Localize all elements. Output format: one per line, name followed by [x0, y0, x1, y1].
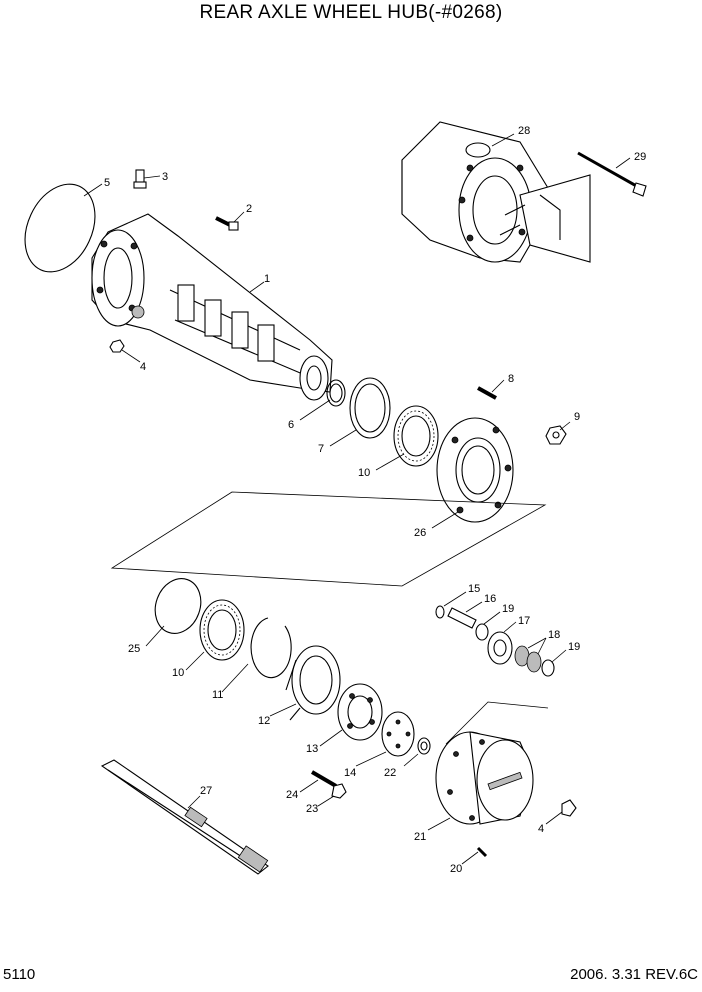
bolt-29 [577, 151, 647, 197]
callout-4-lower: 4 [538, 823, 544, 835]
callout-26: 26 [414, 527, 426, 539]
callout-23: 23 [306, 803, 318, 815]
callout-27: 27 [200, 785, 212, 797]
needle-bearing-18 [514, 645, 542, 673]
planet-gear-17 [487, 631, 513, 665]
seal-7 [349, 377, 391, 439]
washer-22 [417, 737, 431, 755]
seal-6 [326, 379, 346, 407]
callout-10-lower: 10 [172, 667, 184, 679]
callout-16: 16 [484, 593, 496, 605]
callout-4-upper: 4 [140, 361, 146, 373]
bolt-23 [331, 783, 347, 799]
o-ring-25 [154, 578, 202, 634]
nut-4-upper [109, 339, 125, 353]
pin-15 [435, 605, 445, 619]
callout-17: 17 [518, 615, 530, 627]
axle-shaft-27 [100, 759, 269, 875]
nut-9 [545, 425, 567, 445]
bearing-10-upper [393, 405, 439, 467]
screw-20 [476, 846, 488, 858]
planet-carrier-13 [337, 683, 383, 741]
callout-9: 9 [574, 411, 580, 423]
callout-5: 5 [104, 177, 110, 189]
washer-19-lower [541, 659, 555, 677]
spindle-housing-1 [91, 213, 333, 401]
callout-24: 24 [286, 789, 298, 801]
callout-7: 7 [318, 443, 324, 455]
callout-10-upper: 10 [358, 467, 370, 479]
axle-housing-28 [401, 121, 591, 263]
shaft-16 [447, 607, 477, 629]
bolt-2 [215, 216, 239, 231]
callout-28: 28 [518, 125, 530, 137]
ring-gear-12 [285, 645, 341, 721]
page-title: REAR AXLE WHEEL HUB(-#0268) [199, 2, 503, 23]
leader-lines [83, 133, 631, 865]
o-ring-5 [24, 183, 96, 273]
callout-18: 18 [548, 629, 560, 641]
callout-2: 2 [246, 203, 252, 215]
callout-11: 11 [212, 689, 223, 701]
page-number: 5110 [3, 966, 36, 983]
pin-24 [310, 770, 338, 788]
bearing-10-lower [199, 599, 245, 661]
callout-21: 21 [414, 831, 426, 843]
callout-19-upper: 19 [502, 603, 514, 615]
callout-6: 6 [288, 419, 294, 431]
callout-12: 12 [258, 715, 270, 727]
callout-14: 14 [344, 767, 356, 779]
callout-25: 25 [128, 643, 140, 655]
callout-8: 8 [508, 373, 514, 385]
hub-cover-21 [435, 731, 534, 825]
bolt-4-lower [561, 799, 577, 817]
callout-1: 1 [264, 273, 270, 285]
callout-29: 29 [634, 151, 646, 163]
wheel-hub-26 [436, 417, 514, 523]
callout-15: 15 [468, 583, 480, 595]
callout-22: 22 [384, 767, 396, 779]
plug-3 [133, 169, 147, 189]
callout-19-lower: 19 [568, 641, 580, 653]
callout-13: 13 [306, 743, 318, 755]
revision-stamp: 2006. 3.31 REV.6C [570, 966, 698, 983]
callout-3: 3 [162, 171, 168, 183]
stud-8 [477, 386, 497, 400]
snap-ring-11 [250, 617, 292, 679]
washer-19-upper [475, 623, 489, 641]
callout-20: 20 [450, 863, 462, 875]
thrust-plate-14 [381, 711, 415, 757]
